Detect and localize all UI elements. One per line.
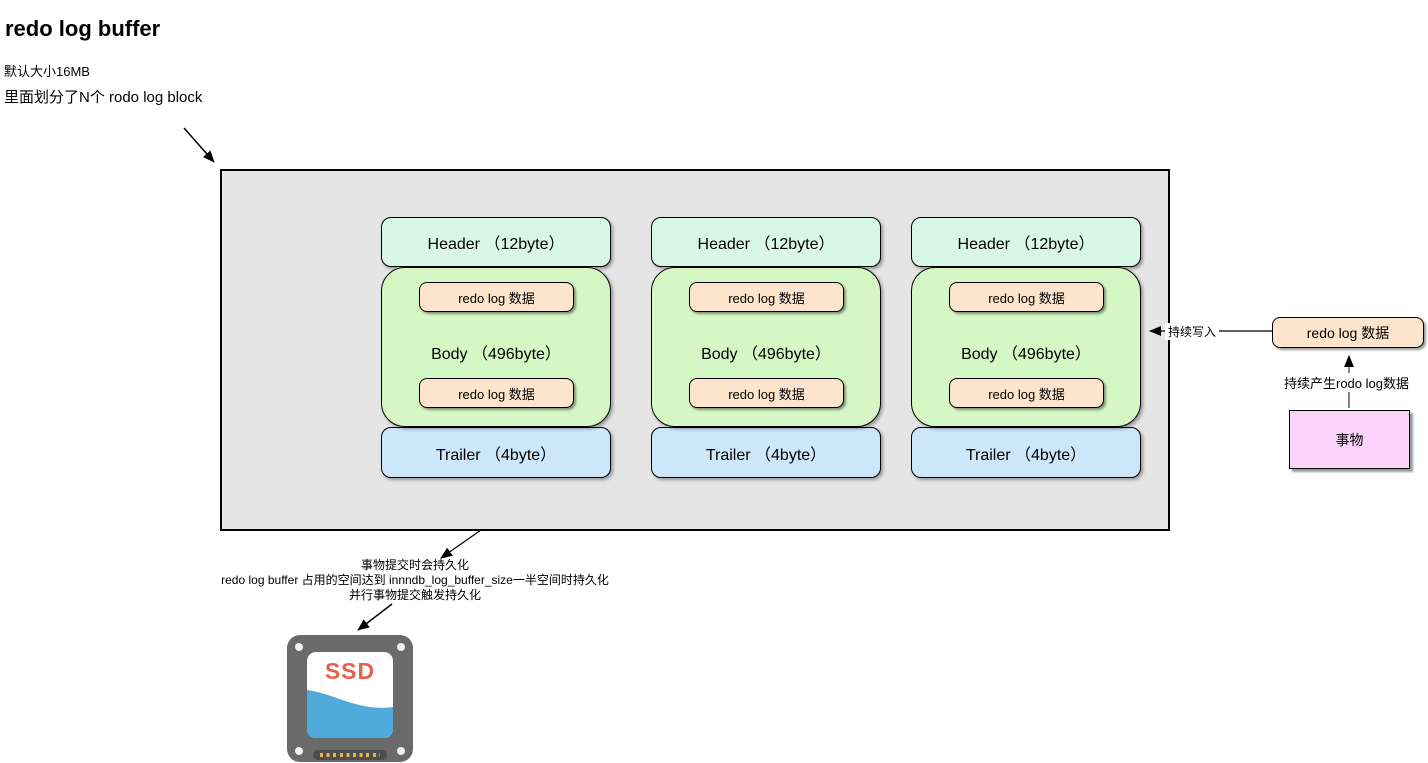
redo-log-block-3: Header （12byte） redo log 数据 Body （496byt…: [911, 217, 1141, 478]
ssd-label-text: SSD: [324, 658, 376, 684]
persistence-note-line2: redo log buffer 占用的空间达到 innndb_log_buffe…: [221, 573, 609, 587]
ssd-connector-pins-icon: [313, 750, 387, 760]
block-trailer: Trailer （4byte）: [381, 427, 611, 478]
block-header: Header （12byte）: [911, 217, 1141, 267]
block-header: Header （12byte）: [651, 217, 881, 267]
redo-log-block-2: Header （12byte） redo log 数据 Body （496byt…: [651, 217, 881, 478]
page-title: redo log buffer: [5, 16, 161, 41]
redo-data-chip: redo log 数据: [419, 282, 574, 312]
block-body-label: Body （496byte）: [961, 346, 1091, 363]
redo-data-chip: redo log 数据: [689, 378, 844, 408]
ssd-screw-icon: [397, 747, 405, 755]
persistence-note: 事物提交时会持久化 redo log buffer 占用的空间达到 innndb…: [180, 558, 650, 603]
ssd-screw-icon: [295, 643, 303, 651]
block-header: Header （12byte）: [381, 217, 611, 267]
redo-data-chip: redo log 数据: [419, 378, 574, 408]
ssd-screw-icon: [397, 643, 405, 651]
arrow-title-to-buffer: [183, 127, 215, 163]
persistence-note-line3: 并行事物提交触发持久化: [348, 588, 481, 602]
arrow-note-to-ssd: [357, 603, 393, 631]
block-body: redo log 数据 Body （496byte） redo log 数据: [911, 267, 1141, 427]
note-default-size: 默认大小16MB: [4, 64, 90, 79]
block-body-label: Body （496byte）: [701, 346, 831, 363]
block-trailer: Trailer （4byte）: [911, 427, 1141, 478]
ssd-sticker: SSD: [307, 652, 393, 738]
block-body: redo log 数据 Body （496byte） redo log 数据: [381, 267, 611, 427]
arrow-buffer-to-persist-note: [440, 529, 482, 559]
block-body: redo log 数据 Body （496byte） redo log 数据: [651, 267, 881, 427]
transaction-box: 事物: [1289, 410, 1410, 469]
persistence-note-line1: 事物提交时会持久化: [360, 558, 469, 572]
ssd-icon: SSD: [287, 635, 413, 762]
ssd-screw-icon: [295, 747, 303, 755]
redo-log-block-1: Header （12byte） redo log 数据 Body （496byt…: [381, 217, 611, 478]
redo-data-source-box: redo log 数据: [1272, 317, 1424, 348]
note-block-split: 里面划分了N个 rodo log block: [4, 89, 203, 106]
continuous-write-label: 持续写入: [1165, 323, 1220, 340]
redo-data-chip: redo log 数据: [949, 378, 1104, 408]
redo-data-chip: redo log 数据: [689, 282, 844, 312]
produce-redo-label: 持续产生rodo log数据: [1281, 373, 1412, 392]
block-body-label: Body （496byte）: [431, 346, 561, 363]
ssd-wave-icon: [307, 690, 393, 738]
redo-data-chip: redo log 数据: [949, 282, 1104, 312]
block-trailer: Trailer （4byte）: [651, 427, 881, 478]
